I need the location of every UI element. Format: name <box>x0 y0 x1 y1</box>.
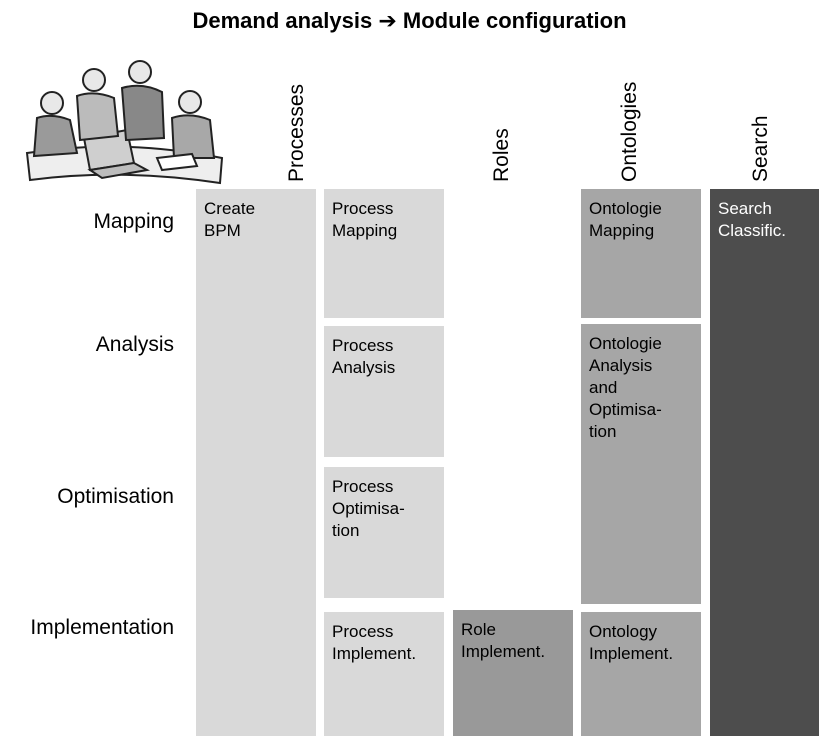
column-header-processes: Processes <box>285 83 308 182</box>
row-label-analysis: Analysis <box>95 333 174 356</box>
column-header-roles: Roles <box>490 128 513 182</box>
box-process-analysis: Process Analysis <box>324 326 444 457</box>
diagram-title: Demand analysis ➔ Module configuration <box>192 8 627 33</box>
row-label-implementation: Implementation <box>30 616 174 639</box>
box-create-bpm: Create BPM <box>196 189 316 736</box>
column-header-search: Search <box>749 115 772 182</box>
box-search-classific: Search Classific. <box>710 189 819 736</box>
box-ontologie-mapping: Ontologie Mapping <box>581 189 701 318</box>
box-ontology-implement: Ontology Implement. <box>581 612 701 736</box>
box-process-optimisation: Process Optimisa- tion <box>324 467 444 598</box>
row-label-optimisation: Optimisation <box>57 485 174 508</box>
column-header-ontologies: Ontologies <box>618 81 641 182</box>
team-meeting-illustration <box>25 60 224 185</box>
box-role-implement: Role Implement. <box>453 610 573 736</box>
box-process-mapping: Process Mapping <box>324 189 444 318</box>
box-ontologie-analysis: Ontologie Analysis and Optimisa- tion <box>581 324 701 604</box>
row-label-mapping: Mapping <box>93 210 174 233</box>
box-process-implement: Process Implement. <box>324 612 444 736</box>
